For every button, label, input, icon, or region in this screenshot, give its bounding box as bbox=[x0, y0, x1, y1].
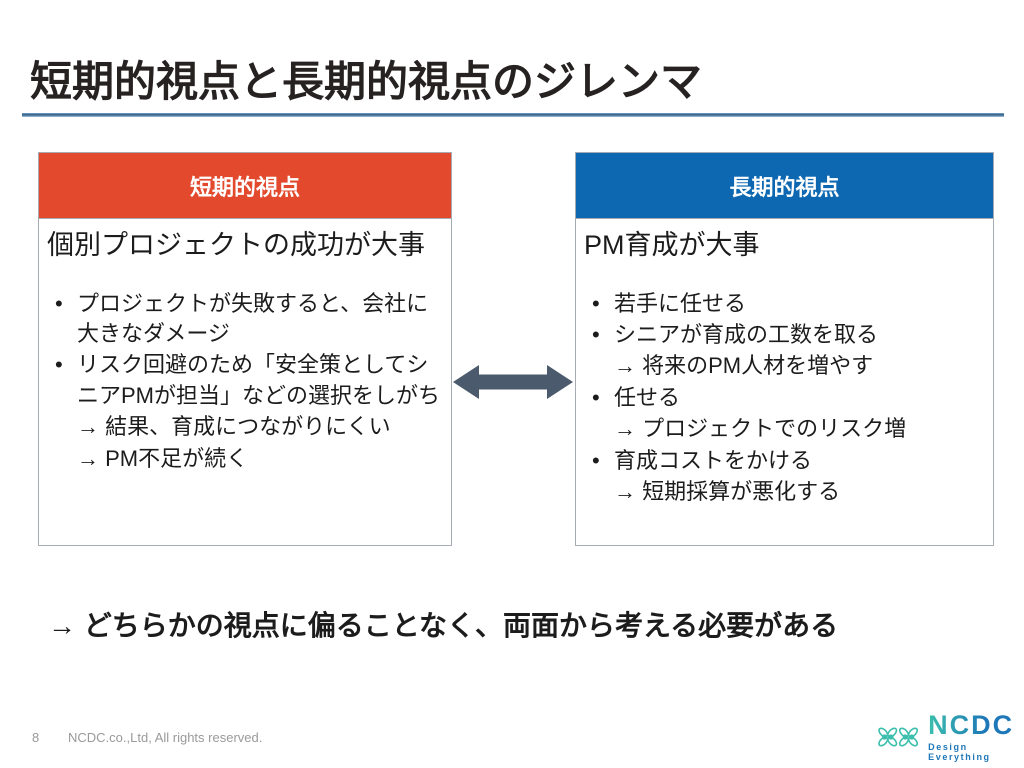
copyright-text: NCDC.co.,Ltd, All rights reserved. bbox=[68, 730, 263, 745]
bullet-marker: • bbox=[55, 290, 63, 316]
bullet-item: • 任せる bbox=[584, 383, 985, 413]
ncdc-logo: NCDC Design Everything bbox=[876, 712, 1024, 762]
bullet-marker: • bbox=[592, 384, 600, 410]
bullet-marker bbox=[47, 444, 77, 474]
arrow-subitem: → プロジェクトでのリスク増 bbox=[584, 414, 985, 444]
arrow-subitem: → 将来のPM人材を増やす bbox=[584, 351, 985, 381]
bullet-marker bbox=[584, 351, 614, 381]
conclusion-text: → どちらかの視点に偏ることなく、両面から考える必要がある bbox=[48, 610, 839, 641]
bullet-item: • リスク回避のため「安全策としてシニアPMが担当」などの選択をしがち bbox=[47, 350, 443, 411]
slide-title: 短期的視点と長期的視点のジレンマ bbox=[30, 58, 703, 105]
list-item-text: → 結果、育成につながりにくい bbox=[77, 414, 391, 440]
bullet-marker: • bbox=[55, 352, 63, 378]
long-term-list: • 若手に任せる • シニアが育成の工数を取る → 将来のPM人材を増やす • 任せる → プ… bbox=[584, 289, 985, 508]
list-item-text: シニアが育成の工数を取る bbox=[614, 322, 879, 348]
bullet-marker bbox=[584, 414, 614, 444]
long-term-panel-header: 長期的視点 bbox=[576, 153, 993, 219]
arrow-subitem: → PM不足が続く bbox=[47, 444, 443, 474]
list-item-text: → 将来のPM人材を増やす bbox=[614, 353, 874, 379]
list-item-text: 育成コストをかける bbox=[614, 447, 813, 473]
list-item-text: プロジェクトが失敗すると、会社に大きなダメージ bbox=[77, 290, 429, 347]
list-item-text: 若手に任せる bbox=[614, 290, 747, 316]
logo-text-block: NCDC Design Everything bbox=[928, 712, 1024, 763]
arrow-subitem: → 結果、育成につながりにくい bbox=[47, 412, 443, 442]
bullet-item: • 若手に任せる bbox=[584, 289, 985, 319]
list-item-text: 任せる bbox=[614, 384, 681, 410]
logo-wordmark: NCDC bbox=[928, 712, 1024, 739]
bullet-marker: • bbox=[592, 290, 600, 316]
short-term-lead: 個別プロジェクトの成功が大事 bbox=[47, 230, 425, 260]
bullet-marker: • bbox=[592, 447, 600, 473]
bullet-marker bbox=[47, 412, 77, 442]
long-term-panel-body: PM育成が大事 • 若手に任せる • シニアが育成の工数を取る → 将来のPM人材を増や… bbox=[576, 219, 993, 516]
logo-tagline: Design Everything bbox=[928, 742, 991, 762]
list-item-text: → PM不足が続く bbox=[77, 445, 249, 471]
list-item-text: → プロジェクトでのリスク増 bbox=[614, 416, 907, 442]
short-term-list: • プロジェクトが失敗すると、会社に大きなダメージ • リスク回避のため「安全策として… bbox=[47, 289, 443, 474]
page-number: 8 bbox=[32, 730, 40, 745]
short-term-panel: 短期的視点 個別プロジェクトの成功が大事 • プロジェクトが失敗すると、会社に大き… bbox=[38, 152, 452, 546]
list-item-text: リスク回避のため「安全策としてシニアPMが担当」などの選択をしがち bbox=[77, 352, 441, 408]
long-term-lead: PM育成が大事 bbox=[584, 230, 760, 260]
bullet-marker: • bbox=[592, 322, 600, 348]
ncdc-logo-mark-icon bbox=[878, 727, 919, 747]
arrow-subitem: → 短期採算が悪化する bbox=[584, 477, 985, 507]
bullet-item: • シニアが育成の工数を取る bbox=[584, 320, 985, 350]
two-way-arrow-icon bbox=[452, 362, 574, 402]
long-term-panel: 長期的視点 PM育成が大事 • 若手に任せる • シニアが育成の工数を取る → 将来のP… bbox=[575, 152, 994, 546]
short-term-panel-header: 短期的視点 bbox=[39, 153, 451, 219]
bullet-item: • 育成コストをかける bbox=[584, 446, 985, 476]
title-underline bbox=[22, 113, 1004, 117]
short-term-panel-body: 個別プロジェクトの成功が大事 •プロジェクトが失敗すると、会社に大きなダメージ•… bbox=[39, 219, 451, 483]
list-item-text: → 短期採算が悪化する bbox=[614, 478, 841, 504]
bullet-marker bbox=[584, 477, 614, 507]
bullet-item: • プロジェクトが失敗すると、会社に大きなダメージ bbox=[47, 289, 443, 350]
